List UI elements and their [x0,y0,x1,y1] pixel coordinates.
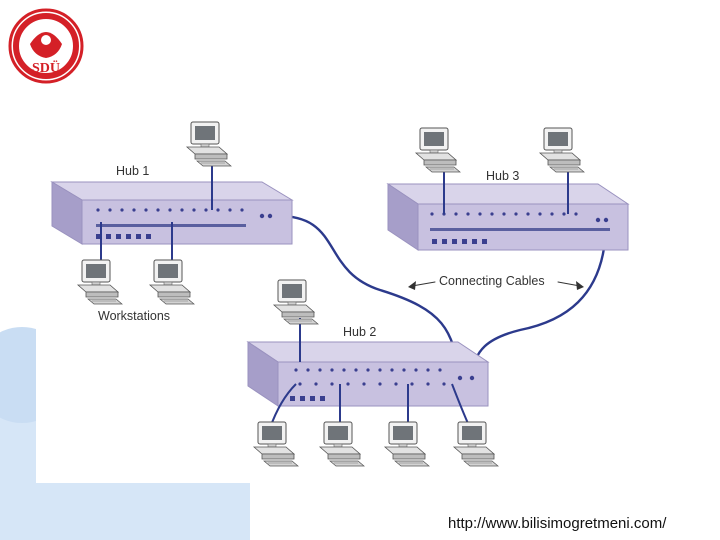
university-logo: SDÜ [8,8,84,84]
diagram-panel [36,92,704,483]
logo-center-text: SDÜ [32,59,60,76]
hub-2: Hub 2 [246,325,490,407]
connecting-cables [268,214,608,378]
connecting-cables-label: Connecting Cables [439,274,545,288]
workstations-label: Workstations [98,309,170,323]
cable-hub1-hub2 [268,214,462,378]
hub-1-label: Hub 1 [116,164,149,178]
hub-1: Hub 1 [50,164,294,245]
hub-2-label: Hub 2 [343,325,376,339]
hub-3-label: Hub 3 [486,169,519,183]
footer-url[interactable]: http://www.bilisimogretmeni.com/ [448,515,667,532]
cable-hub3-hub2 [470,220,608,378]
